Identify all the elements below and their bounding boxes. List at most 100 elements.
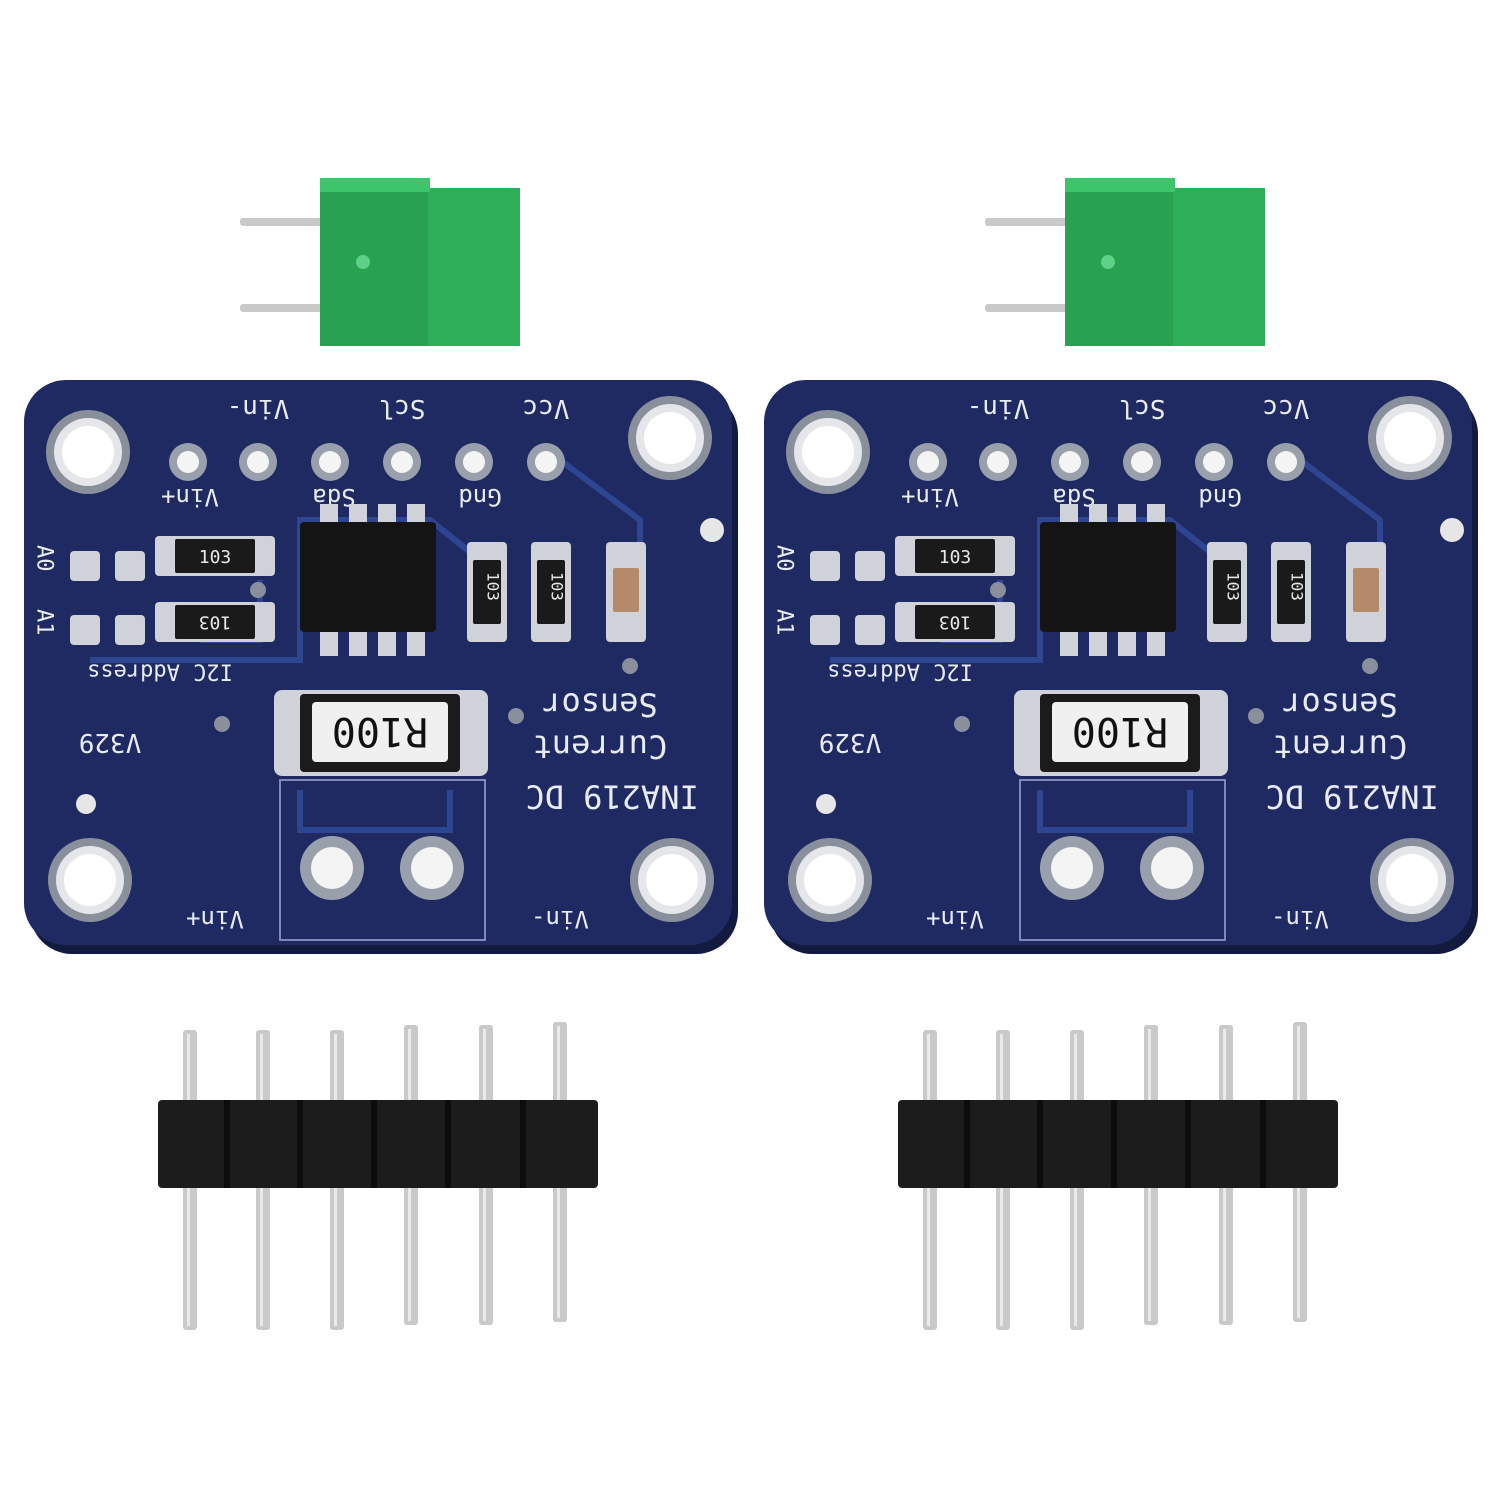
terminal-block: [240, 178, 520, 346]
solder-jumper-pad: [70, 551, 100, 581]
model-line: INA219 DC: [525, 778, 698, 816]
terminal-body-top: [1065, 178, 1175, 192]
shunt-label-area: [312, 702, 448, 762]
address-label: A0: [31, 545, 56, 572]
fiducial-dot: [1440, 518, 1464, 542]
terminal-pin: [985, 218, 1070, 226]
terminal-pin: [240, 304, 325, 312]
terminal-body-side: [428, 188, 520, 346]
solder-jumper-pad: [115, 615, 145, 645]
solder-jumper-pad: [70, 615, 100, 645]
title-line: Sensor: [1282, 686, 1398, 724]
ic-lead: [1147, 630, 1165, 656]
fiducial-dot: [76, 794, 96, 814]
terminal-label: Vin-: [531, 905, 589, 933]
resistor-code: 103: [199, 611, 232, 632]
pin-label: Gnd: [1198, 483, 1241, 511]
header-segment-gap: [1037, 1100, 1043, 1188]
via: [622, 658, 638, 674]
terminal-pad-hole: [1051, 847, 1093, 889]
via: [1248, 708, 1264, 724]
pin-label: Gnd: [458, 483, 501, 511]
terminal-block: [985, 178, 1265, 346]
mounting-hole: [62, 426, 114, 478]
ic-lead: [1060, 630, 1078, 656]
header-pad-hole: [247, 451, 269, 473]
header-pad-hole: [1275, 451, 1297, 473]
mounting-hole: [802, 426, 854, 478]
header-segment-gap: [1185, 1100, 1191, 1188]
ic-lead: [1089, 504, 1107, 526]
address-label: A1: [771, 609, 796, 636]
via: [508, 708, 524, 724]
shunt-code: R100: [1072, 708, 1168, 754]
ic-lead: [349, 504, 367, 526]
pin-headers: [158, 1022, 1338, 1330]
ic-lead: [1089, 630, 1107, 656]
title-line: Current: [1273, 728, 1408, 766]
terminal-pin: [240, 218, 325, 226]
ina219-chip: [300, 522, 436, 632]
pin-label: Vin-: [227, 393, 290, 423]
address-label: A0: [771, 545, 796, 572]
header-segment-gap: [297, 1100, 303, 1188]
ina219-chip: [1040, 522, 1176, 632]
pin-header: [898, 1022, 1338, 1330]
solder-jumper-pad: [810, 551, 840, 581]
smd-resistor: [175, 605, 255, 639]
resistor-code: 103: [939, 611, 972, 632]
shunt-code: R100: [332, 708, 428, 754]
version-label: V329: [819, 727, 882, 757]
terminal-pin: [985, 304, 1070, 312]
terminal-body-side: [1173, 188, 1265, 346]
terminal-body-top: [320, 178, 430, 192]
ic-lead: [378, 630, 396, 656]
ic-lead: [1118, 630, 1136, 656]
trace: [1037, 790, 1193, 833]
header-segment-gap: [445, 1100, 451, 1188]
fiducial-dot: [700, 518, 724, 542]
terminal-outline: [1019, 779, 1226, 941]
ic-lead: [407, 630, 425, 656]
mounting-hole: [644, 412, 696, 464]
address-caption: I2C Address: [827, 659, 973, 684]
mounting-hole: [1386, 854, 1438, 906]
pin-label: Vcc: [1263, 393, 1310, 423]
header-pad-hole: [1131, 451, 1153, 473]
resistor-code: 103: [199, 547, 232, 568]
trace: [297, 790, 453, 833]
pin-label: Vcc: [523, 393, 570, 423]
ic-lead: [378, 504, 396, 526]
header-pad-hole: [987, 451, 1009, 473]
ic-lead: [349, 630, 367, 656]
resistor-code: 103: [483, 572, 502, 601]
smd-resistor: [915, 605, 995, 639]
resistor-code: 103: [1223, 572, 1242, 601]
smd-resistor: [1213, 560, 1241, 624]
ic-lead: [320, 630, 338, 656]
terminal-screw-hole: [356, 255, 370, 269]
terminal-body-front: [1065, 178, 1175, 346]
mounting-hole: [1384, 412, 1436, 464]
header-pad-hole: [177, 451, 199, 473]
ic-lead: [1118, 504, 1136, 526]
via: [214, 716, 230, 732]
smd-resistor: [473, 560, 501, 624]
header-segment-gap: [964, 1100, 970, 1188]
header-segment-gap: [520, 1100, 526, 1188]
ic-lead: [407, 504, 425, 526]
pcb: [764, 380, 1472, 945]
resistor-code: 103: [1287, 572, 1306, 601]
header-pad-hole: [1203, 451, 1225, 473]
shunt-label-area: [1052, 702, 1188, 762]
header-plastic: [158, 1100, 598, 1188]
model-line: INA219 DC: [1265, 778, 1438, 816]
header-segment-gap: [1111, 1100, 1117, 1188]
terminal-outline: [279, 779, 486, 941]
pin-label: Vin+: [901, 483, 959, 511]
smd-resistor: [915, 539, 995, 573]
pin-header: [158, 1022, 598, 1330]
header-pad-hole: [535, 451, 557, 473]
